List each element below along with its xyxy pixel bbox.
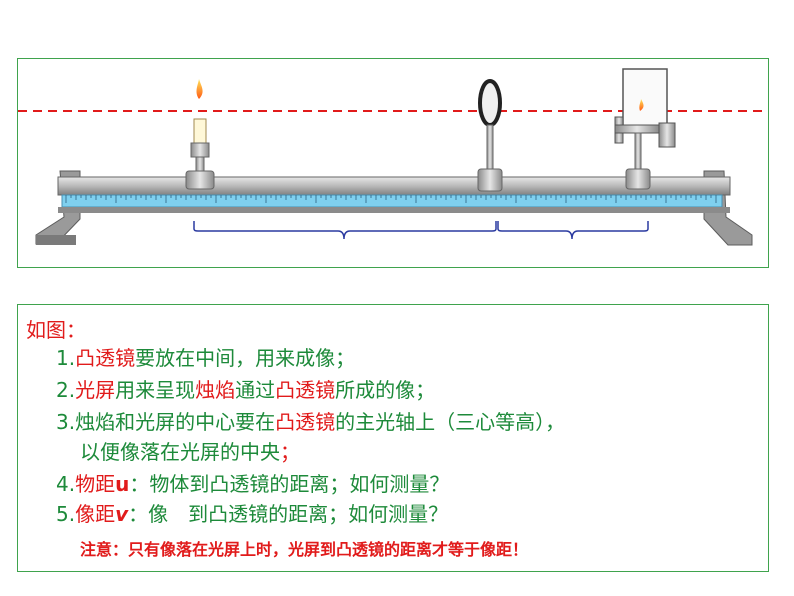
notes-panel: 如图： 1.凸透镜要放在中间，用来成像； 2.光屏用来呈现烛焰通过凸透镜所成的像… bbox=[17, 304, 769, 572]
term-image-distance: 像距 bbox=[75, 502, 116, 526]
notes-heading: 如图： bbox=[26, 318, 86, 342]
item-text: 烛焰和光屏的中心要在 bbox=[75, 410, 276, 434]
term-convex-lens: 凸透镜 bbox=[75, 346, 136, 370]
item-text: 要放在中间，用来成像； bbox=[135, 346, 356, 370]
light-screen bbox=[614, 68, 676, 190]
item-number: 1. bbox=[56, 346, 76, 370]
term-object-distance: 物距 bbox=[75, 472, 116, 496]
note-item-3-continued: 以便像落在光屏的中央； bbox=[80, 439, 300, 465]
note-item-2: 2.光屏用来呈现烛焰通过凸透镜所成的像； bbox=[56, 377, 435, 403]
item-number: 3. bbox=[56, 410, 76, 434]
note-item-3: 3.烛焰和光屏的中心要在凸透镜的主光轴上（三心等高）， bbox=[56, 409, 565, 435]
item-text: 用来呈现 bbox=[115, 378, 196, 402]
note-item-1: 1.凸透镜要放在中间，用来成像； bbox=[56, 345, 355, 371]
term-candle-flame: 烛焰 bbox=[195, 378, 236, 402]
item-text: 所成的像； bbox=[335, 378, 436, 402]
scale-ticks bbox=[65, 195, 717, 203]
item-number: 5. bbox=[56, 502, 76, 526]
item-text: ：物体到凸透镜的距离；如何测量？ bbox=[129, 472, 450, 496]
note-item-5: 5.像距v：像 到凸透镜的距离；如何测量？ bbox=[56, 501, 448, 527]
warning-note: 注意：只有像落在光屏上时，光屏到凸透镜的距离才等于像距！ bbox=[80, 540, 529, 559]
convex-lens bbox=[477, 79, 503, 192]
term-convex-lens: 凸透镜 bbox=[275, 410, 336, 434]
image-distance-brace bbox=[497, 221, 649, 240]
variable-v: v bbox=[115, 502, 129, 526]
candle bbox=[185, 79, 215, 190]
optical-bench-figure bbox=[17, 58, 769, 268]
item-number: 2. bbox=[56, 378, 76, 402]
term-convex-lens: 凸透镜 bbox=[275, 378, 336, 402]
note-item-4: 4.物距u：物体到凸透镜的距离；如何测量？ bbox=[56, 471, 449, 497]
optical-bench-illustration bbox=[18, 68, 768, 246]
term-light-screen: 光屏 bbox=[75, 378, 116, 402]
item-number: 4. bbox=[56, 472, 76, 496]
item-text: 通过 bbox=[235, 378, 276, 402]
item-text: 的主光轴上（三心等高）， bbox=[335, 410, 566, 434]
variable-u: u bbox=[115, 472, 130, 496]
item-text: 以便像落在光屏的中央 bbox=[80, 440, 280, 464]
bench-rail-bottom bbox=[58, 207, 730, 213]
item-text: ：像 到凸透镜的距离；如何测量？ bbox=[128, 502, 449, 526]
item-text: ； bbox=[280, 440, 300, 464]
object-distance-brace bbox=[193, 221, 497, 240]
